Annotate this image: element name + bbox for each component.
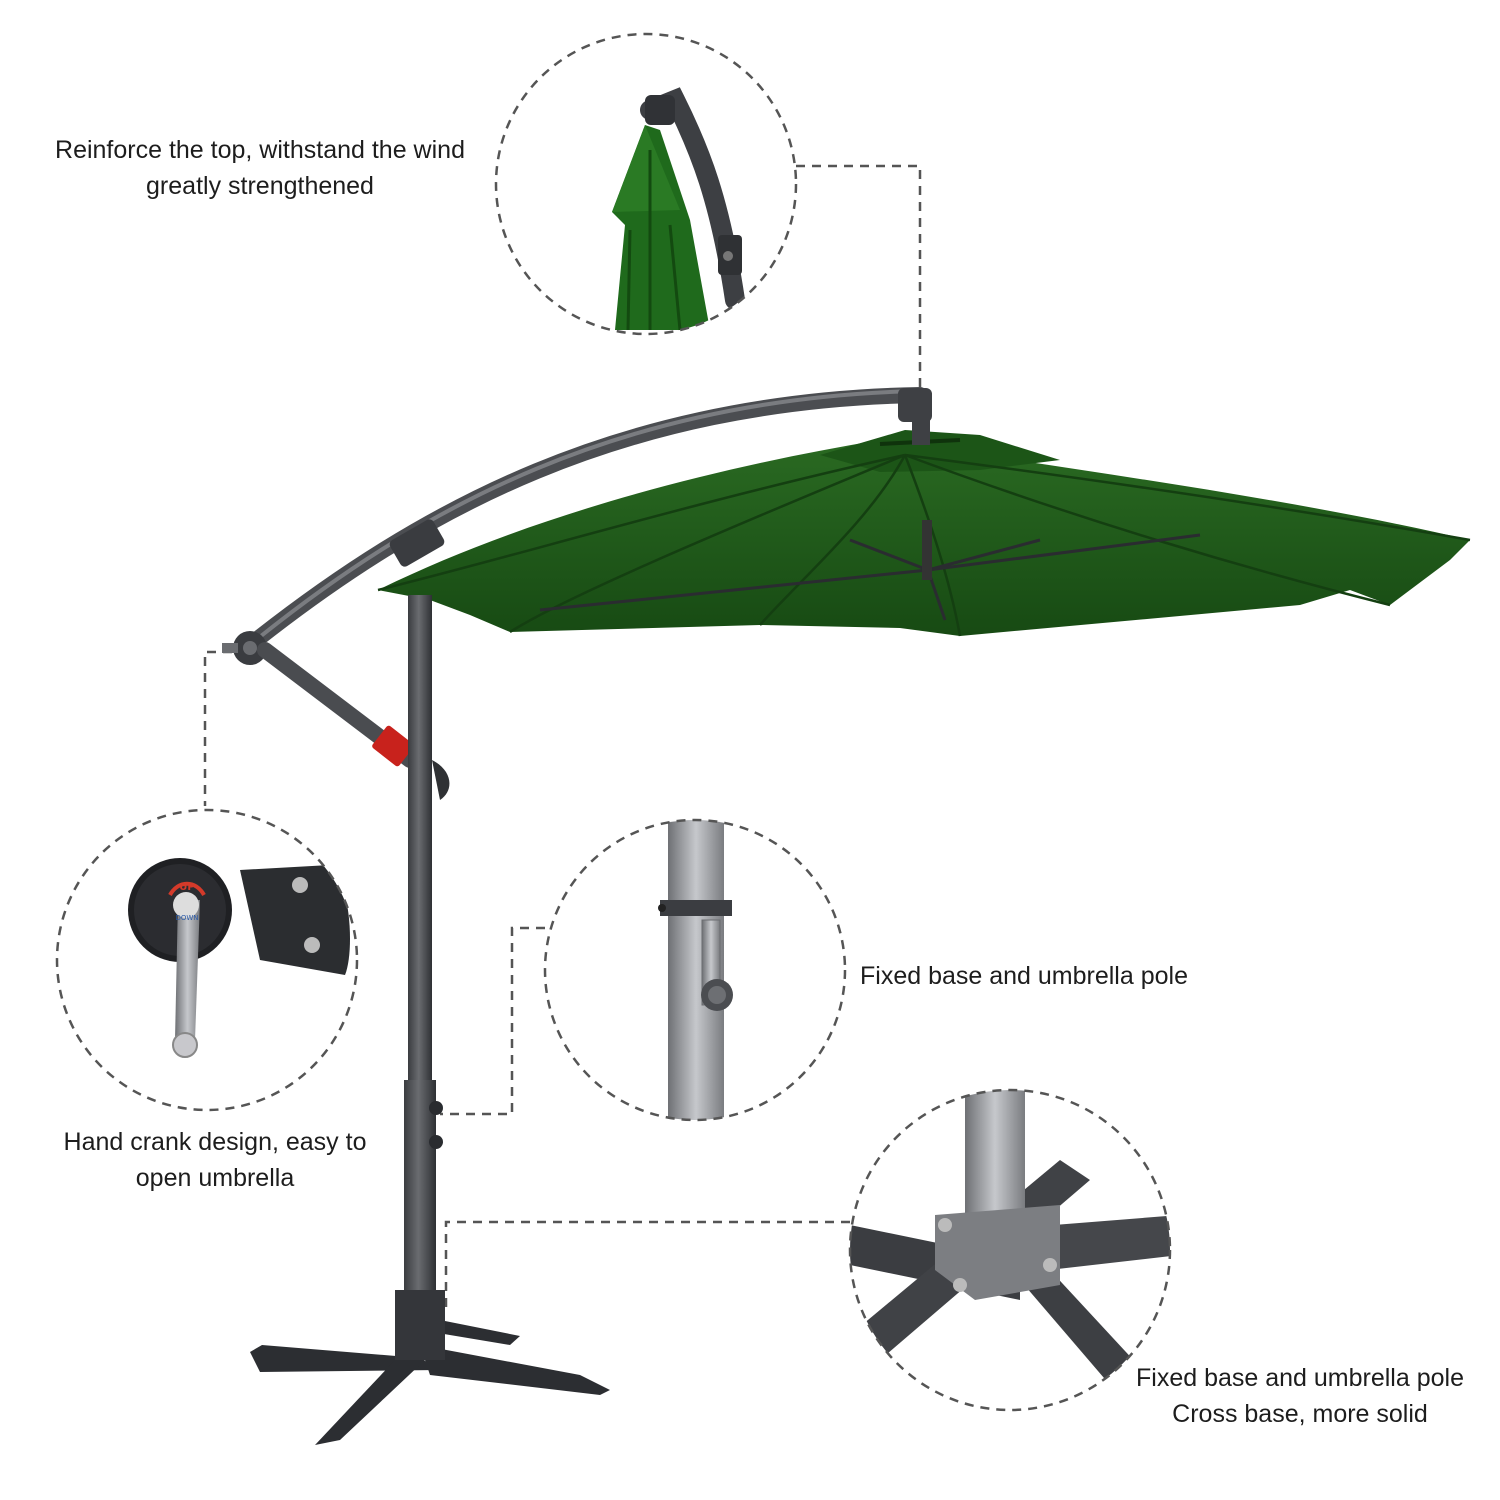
caption-pole-line1: Fixed base and umbrella pole — [860, 962, 1188, 990]
pole-latch — [432, 760, 450, 800]
caption-pole: Fixed base and umbrella pole — [860, 958, 1220, 994]
callout-crank-detail: UP DOWN — [55, 808, 359, 1112]
lower-pole — [404, 1080, 436, 1290]
caption-top: Reinforce the top, withstand the wind gr… — [30, 132, 490, 204]
caption-base: Fixed base and umbrella pole Cross base,… — [1110, 1360, 1490, 1432]
caption-top-line1: Reinforce the top, withstand the wind — [55, 136, 465, 164]
knob-upper — [429, 1101, 443, 1115]
callout-base-detail — [848, 1088, 1172, 1412]
knob-lower — [429, 1135, 443, 1149]
cross-base — [250, 1290, 610, 1445]
red-handle — [372, 725, 414, 767]
callout-pole-detail — [543, 818, 847, 1122]
crank-down-label: DOWN — [175, 914, 198, 922]
arm-sleeve — [389, 519, 445, 567]
crank-up-label: UP — [179, 882, 194, 893]
connector-top — [796, 164, 922, 388]
connector-crank — [203, 650, 232, 806]
connector-pole — [440, 926, 545, 1116]
caption-top-line2: greatly strengthened — [146, 172, 374, 200]
caption-crank-line2: open umbrella — [135, 1164, 295, 1192]
caption-base-line1: Fixed base and umbrella pole — [1136, 1364, 1464, 1392]
callout-top-detail — [494, 32, 798, 336]
caption-crank: Hand crank design, easy to open umbrella — [40, 1124, 390, 1196]
caption-crank-line1: Hand crank design, easy to — [63, 1128, 367, 1156]
canopy-ribs — [539, 533, 1201, 621]
top-elbow-joint — [898, 388, 932, 422]
main-umbrella — [222, 387, 1471, 1445]
caption-base-line2: Cross base, more solid — [1172, 1400, 1428, 1428]
canopy-hub — [922, 520, 932, 580]
connector-base — [444, 1220, 850, 1310]
